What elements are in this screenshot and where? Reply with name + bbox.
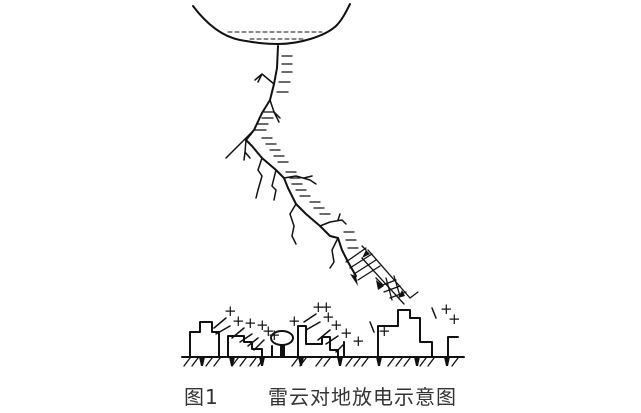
figure-caption: 图1 雷云对地放电示意图 xyxy=(0,381,641,410)
caption-number: 图1 xyxy=(183,385,219,409)
ground xyxy=(181,356,465,367)
leader-arrow-icon xyxy=(350,274,358,286)
svg-text:+: + xyxy=(340,324,353,342)
svg-text:+: + xyxy=(288,312,301,330)
upward-streamer-zone xyxy=(345,245,419,305)
svg-text:+: + xyxy=(262,322,275,340)
induced-positive-charges: + + + + + + + + + + + + + + + + xyxy=(213,298,461,353)
tree xyxy=(270,330,294,357)
svg-text:+: + xyxy=(330,316,343,334)
svg-text:+: + xyxy=(256,316,269,334)
svg-text:+: + xyxy=(378,322,391,340)
negative-charge-marks xyxy=(254,55,359,249)
thundercloud xyxy=(192,3,351,45)
svg-text:+: + xyxy=(232,312,245,330)
svg-text:+: + xyxy=(244,314,257,332)
svg-text:+: + xyxy=(268,326,281,344)
svg-text:+: + xyxy=(312,298,325,316)
stepped-leader xyxy=(225,45,359,286)
svg-text:+: + xyxy=(440,300,453,318)
svg-text:+: + xyxy=(320,298,333,316)
svg-text:+: + xyxy=(448,310,461,328)
svg-text:+: + xyxy=(322,308,335,326)
svg-text:+: + xyxy=(352,332,365,350)
svg-text:+: + xyxy=(224,302,237,320)
caption-title: 雷云对地放电示意图 xyxy=(268,385,458,409)
